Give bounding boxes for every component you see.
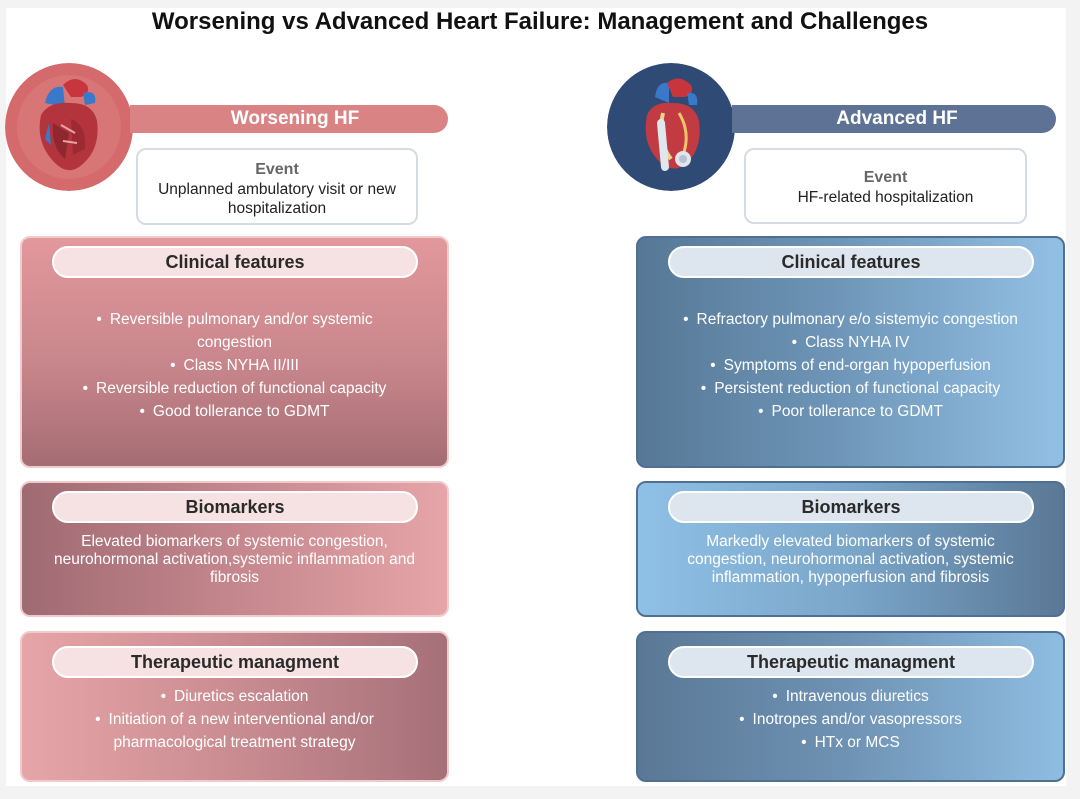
clinical-features-header: Clinical features (52, 246, 418, 278)
therapy-list: Diuretics escalation Initiation of a new… (22, 685, 447, 754)
worsening-therapy-card: Therapeutic managment Diuretics escalati… (20, 631, 449, 782)
list-item: Initiation of a new interventional and/o… (82, 708, 387, 754)
advanced-hf-banner: Advanced HF (732, 105, 1056, 133)
therapy-list: Intravenous diuretics Inotropes and/or v… (638, 685, 1063, 754)
clinical-features-list: Refractory pulmonary e/o sistemyic conge… (638, 308, 1063, 423)
worsening-clinical-card: Clinical features Reversible pulmonary a… (20, 236, 449, 468)
advanced-biomarkers-card: Biomarkers Markedly elevated biomarkers … (636, 481, 1065, 617)
event-title: Event (863, 169, 908, 186)
list-item: Good tollerance to GDMT (74, 400, 395, 423)
list-item: Class NYHA IV (638, 331, 1063, 354)
biomarkers-header: Biomarkers (52, 491, 418, 523)
list-item: Symptoms of end-organ hypoperfusion (638, 354, 1063, 377)
page-title: Worsening vs Advanced Heart Failure: Man… (151, 8, 929, 35)
list-item: Diuretics escalation (82, 685, 387, 708)
list-item: Class NYHA II/III (74, 354, 395, 377)
advanced-event-box: Event HF-related hospitalization (744, 148, 1027, 224)
worsening-event-box: Event Unplanned ambulatory visit or new … (136, 148, 418, 225)
worsening-biomarkers-card: Biomarkers Elevated biomarkers of system… (20, 481, 449, 617)
event-text: HF-related hospitalization (797, 189, 974, 206)
list-item: Persistent reduction of functional capac… (638, 377, 1063, 400)
event-title: Event (255, 161, 299, 178)
list-item: Intravenous diuretics (638, 685, 1063, 708)
clinical-features-list: Reversible pulmonary and/or systemic con… (22, 308, 447, 423)
list-item: Reversible reduction of functional capac… (74, 377, 395, 400)
list-item: Poor tollerance to GDMT (638, 400, 1063, 423)
biomarkers-text: Elevated biomarkers of systemic congesti… (54, 533, 415, 586)
clinical-features-header: Clinical features (668, 246, 1034, 278)
list-item: Refractory pulmonary e/o sistemyic conge… (638, 308, 1063, 331)
advanced-clinical-card: Clinical features Refractory pulmonary e… (636, 236, 1065, 468)
list-item: Inotropes and/or vasopressors (638, 708, 1063, 731)
heart-lvad-icon (607, 63, 735, 191)
therapy-header: Therapeutic managment (52, 646, 418, 678)
event-text: Unplanned ambulatory visit or new hospit… (158, 181, 396, 217)
list-item: Reversible pulmonary and/or systemic con… (74, 308, 395, 354)
list-item: HTx or MCS (638, 731, 1063, 754)
worsening-hf-banner: Worsening HF (130, 105, 448, 133)
biomarkers-text: Markedly elevated biomarkers of systemic… (687, 533, 1014, 586)
biomarkers-header: Biomarkers (668, 491, 1034, 523)
therapy-header: Therapeutic managment (668, 646, 1034, 678)
heart-anatomy-icon (5, 63, 133, 191)
advanced-therapy-card: Therapeutic managment Intravenous diuret… (636, 631, 1065, 782)
